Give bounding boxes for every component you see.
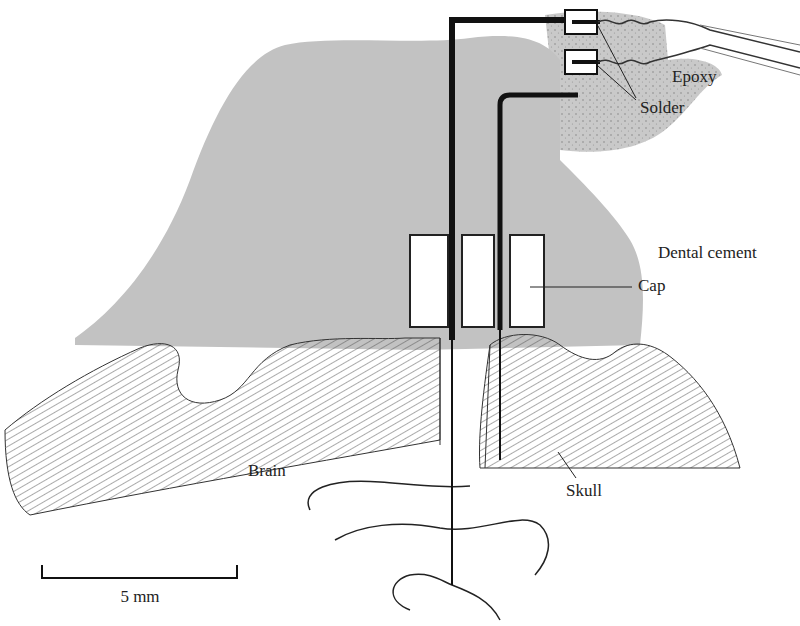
leader-line [598,66,636,100]
solder-joint [572,20,600,24]
brain-outline [308,481,470,510]
lead-wire [598,20,800,52]
part-label: Solder [640,99,684,118]
cap [510,235,544,327]
leader-line [598,26,636,98]
brain-outline [335,520,548,575]
part-label: Epoxy [672,68,716,87]
brain-outline [393,574,500,620]
lead-wire [598,45,800,68]
dental-cement [75,36,643,350]
part-label: Brain [248,462,286,481]
skull-right [479,334,740,468]
solder-joint [572,60,600,64]
scale-label: 5 mm [120,588,159,607]
electrode [452,20,578,340]
leader-line [530,287,632,288]
channel-edge [485,345,490,468]
cap [462,235,494,327]
electrode [499,330,501,460]
electrode [500,95,578,330]
scale-bar [42,565,237,578]
cap [410,235,448,327]
channel-edge [440,338,441,445]
leader-line [558,452,576,478]
electrode [451,340,453,585]
part-label: Dental cement [658,244,757,263]
skull-left [5,338,440,515]
part-label: Skull [566,482,602,501]
part-label: Cap [638,277,665,296]
